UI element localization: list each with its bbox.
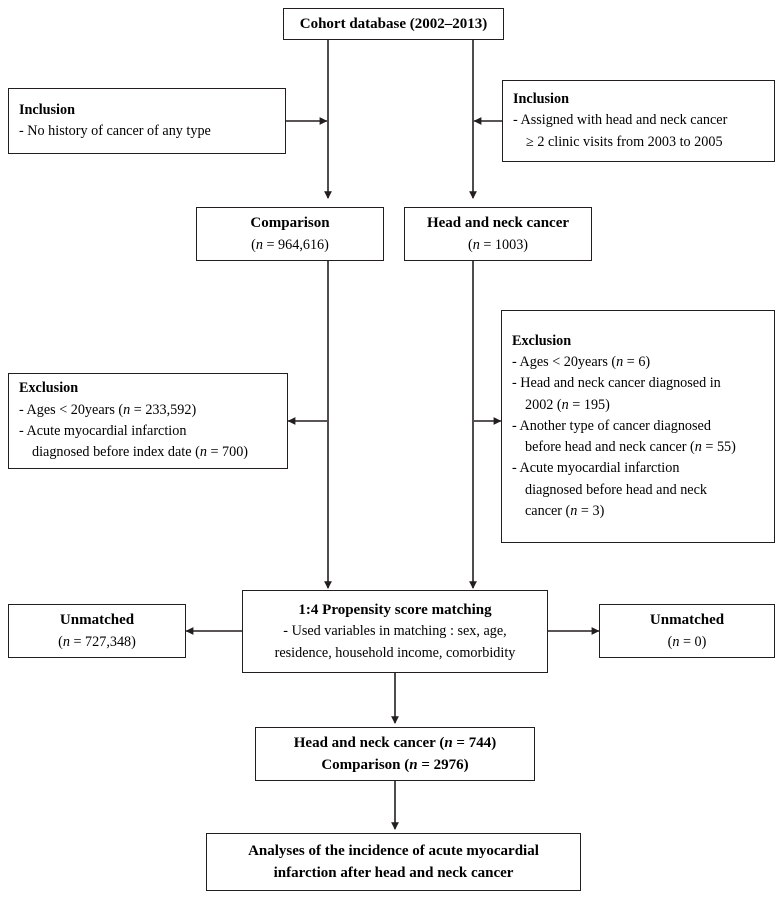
matched-cohort-line-1: Head and neck cancer (n = 744) — [293, 734, 497, 751]
inclusion-right-heading: Inclusion — [513, 91, 569, 108]
node-propensity-score-matching[interactable]: 1:4 Propensity score matching - Used var… — [242, 590, 548, 673]
exclusion-left-heading: Exclusion — [19, 380, 79, 397]
inclusion-left-heading: Inclusion — [19, 101, 75, 118]
node-exclusion-right[interactable]: Exclusion - Ages < 20years (n = 6) - Hea… — [501, 310, 775, 543]
inclusion-right-item-1-continued: ≥ 2 clinic visits from 2003 to 2005 — [526, 133, 723, 150]
matched-cohort-line-2: Comparison (n = 2976) — [321, 757, 469, 773]
node-cohort-database[interactable]: Cohort database (2002–2013) — [283, 8, 504, 40]
unmatched-right-title: Unmatched — [649, 612, 725, 629]
exclusion-right-item-4-continued: diagnosed before head and neck — [525, 481, 707, 498]
node-unmatched-right[interactable]: Unmatched (n = 0) — [599, 604, 775, 658]
exclusion-right-item-4-continued-2: cancer (n = 3) — [525, 503, 605, 520]
exclusion-left-item-1: - Ages < 20years (n = 233,592) — [19, 401, 197, 418]
comparison-title: Comparison — [250, 215, 330, 232]
exclusion-left-item-2-continued: diagnosed before index date (n = 700) — [32, 444, 249, 461]
node-unmatched-left[interactable]: Unmatched (n = 727,348) — [8, 604, 186, 658]
exclusion-right-item-3-continued: before head and neck cancer (n = 55) — [525, 439, 736, 456]
inclusion-right-item-1: - Assigned with head and neck cancer — [513, 112, 728, 129]
comparison-count: (n = 964,616) — [251, 236, 329, 253]
node-head-and-neck-cancer[interactable]: Head and neck cancer (n = 1003) — [404, 207, 592, 261]
exclusion-right-item-2-continued: 2002 (n = 195) — [525, 396, 610, 413]
hnc-title: Head and neck cancer — [426, 215, 570, 232]
analysis-line-2: infarction after head and neck cancer — [273, 865, 514, 881]
exclusion-right-item-1: - Ages < 20years (n = 6) — [512, 353, 651, 370]
exclusion-left-item-2: - Acute myocardial infarction — [19, 423, 187, 439]
node-comparison[interactable]: Comparison (n = 964,616) — [196, 207, 384, 261]
node-inclusion-right[interactable]: Inclusion - Assigned with head and neck … — [502, 80, 775, 162]
unmatched-left-title: Unmatched — [59, 612, 135, 629]
node-matched-cohort[interactable]: Head and neck cancer (n = 744) Compariso… — [255, 727, 535, 781]
analysis-line-1: Analyses of the incidence of acute myoca… — [248, 842, 539, 859]
node-inclusion-left[interactable]: Inclusion - No history of cancer of any … — [8, 88, 286, 154]
exclusion-right-item-3: - Another type of cancer diagnosed — [512, 417, 711, 434]
exclusion-right-heading: Exclusion — [512, 332, 572, 349]
unmatched-left-count: (n = 727,348) — [58, 633, 136, 650]
exclusion-right-item-2: - Head and neck cancer diagnosed in — [512, 375, 721, 392]
node-analyses[interactable]: Analyses of the incidence of acute myoca… — [206, 833, 581, 891]
hnc-count: (n = 1003) — [467, 236, 529, 253]
unmatched-right-count: (n = 0) — [667, 633, 707, 650]
matching-title: 1:4 Propensity score matching — [298, 601, 492, 618]
matching-item-1-continued: residence, household income, comorbidity — [274, 644, 516, 661]
inclusion-left-item-1: - No history of cancer of any type — [19, 123, 211, 139]
node-exclusion-left[interactable]: Exclusion - Ages < 20years (n = 233,592)… — [8, 373, 288, 469]
matching-item-1: - Used variables in matching : sex, age, — [283, 623, 507, 640]
cohort-title: Cohort database (2002–2013) — [299, 15, 488, 32]
exclusion-right-item-4: - Acute myocardial infarction — [512, 460, 680, 477]
